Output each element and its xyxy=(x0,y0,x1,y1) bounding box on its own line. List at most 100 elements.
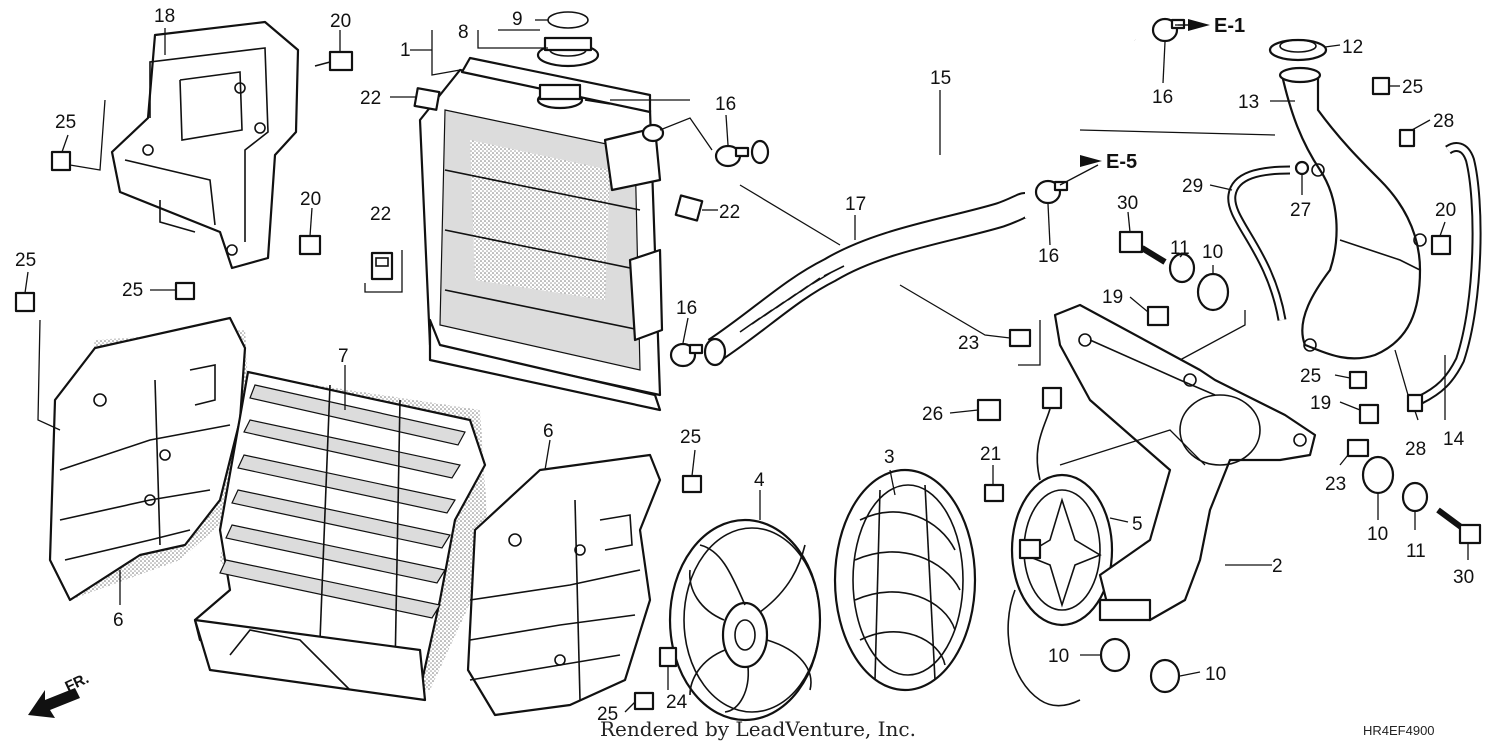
callout-24: 24 xyxy=(666,692,688,713)
grommet-10-d xyxy=(1361,455,1395,495)
bolt-25-a xyxy=(50,150,72,172)
callout-20: 20 xyxy=(1435,200,1456,221)
grommet-10-b xyxy=(1099,637,1131,673)
callout-28: 28 xyxy=(1433,111,1454,132)
callout-25: 25 xyxy=(1402,77,1423,98)
part-18-bracket xyxy=(110,20,300,270)
callout-5: 5 xyxy=(1132,514,1143,535)
callout-16: 16 xyxy=(1038,246,1059,267)
bolt-19-b xyxy=(1358,403,1380,425)
callout-labels: 18 20 25 20 25 25 6 7 1 8 9 22 22 16 22 … xyxy=(15,6,1474,725)
clamp-28-a xyxy=(1398,128,1416,148)
part-16-clamp-b xyxy=(1151,17,1186,43)
callout-25: 25 xyxy=(680,427,701,448)
nut-23-a xyxy=(1008,328,1032,348)
part-1-radiator xyxy=(418,56,665,412)
callout-6: 6 xyxy=(543,421,554,442)
callout-25: 25 xyxy=(15,250,36,271)
part-16-clamp-c xyxy=(1034,179,1069,205)
part-12-reservoir-cap xyxy=(1268,38,1328,62)
callout-23: 23 xyxy=(958,333,979,354)
bolt-25-d xyxy=(681,474,703,494)
bolt-25-c xyxy=(174,281,196,301)
part-16-clamp-d xyxy=(669,342,704,368)
part-17-lower-hose xyxy=(703,192,1029,367)
bolt-30-a xyxy=(1118,230,1167,265)
part-29-siphon-hose xyxy=(1227,165,1291,321)
callout-27: 27 xyxy=(1290,200,1311,221)
callout-8: 8 xyxy=(458,22,469,43)
leader-lines xyxy=(24,19,1469,713)
callout-7: 7 xyxy=(338,346,349,367)
bolt-25-b xyxy=(14,291,36,313)
callout-25: 25 xyxy=(55,112,76,133)
ref-e1-label: E-1 xyxy=(1214,15,1245,37)
bolt-24 xyxy=(658,646,678,668)
front-direction-label: FR. xyxy=(63,670,92,696)
callout-19: 19 xyxy=(1310,393,1331,414)
callout-25: 25 xyxy=(597,704,618,725)
callout-2: 2 xyxy=(1272,556,1283,577)
callout-15: 15 xyxy=(930,68,951,89)
ref-e5-label: E-5 xyxy=(1106,151,1137,173)
collar-11-b xyxy=(1401,481,1429,513)
part-6-left-shroud xyxy=(48,316,250,602)
part-22-clip-upper xyxy=(413,87,441,111)
nut-23-b xyxy=(1346,438,1370,458)
grommet-10-a xyxy=(1196,272,1230,312)
bolt-30-b xyxy=(1436,507,1482,545)
part-16-clamp-a xyxy=(714,144,750,168)
callout-9: 9 xyxy=(512,9,523,30)
part-14-overflow-hose xyxy=(1417,142,1482,405)
part-22-clip-mid xyxy=(370,251,394,281)
ref-e1: E-1 xyxy=(1175,15,1245,37)
bolt-25-f xyxy=(1371,76,1391,96)
part-9-o-ring xyxy=(547,11,589,29)
callout-20: 20 xyxy=(330,11,351,32)
diagram-code: HR4EF4900 xyxy=(1363,723,1435,738)
callout-10: 10 xyxy=(1205,664,1226,685)
callout-10: 10 xyxy=(1048,646,1069,667)
callout-18: 18 xyxy=(154,6,175,27)
callout-17: 17 xyxy=(845,194,866,215)
bolt-19-a xyxy=(1146,305,1170,327)
clip-26 xyxy=(976,398,1002,422)
callout-6: 6 xyxy=(113,610,124,631)
part-6-right-shroud xyxy=(466,453,662,717)
callout-28: 28 xyxy=(1405,439,1426,460)
callout-1: 1 xyxy=(400,40,411,61)
grommet-10-c xyxy=(1149,658,1181,694)
callout-13: 13 xyxy=(1238,92,1259,113)
part-4-fan xyxy=(668,518,822,722)
watermark-text: Rendered by LeadVenture, Inc. xyxy=(600,717,916,741)
callout-22: 22 xyxy=(360,88,381,109)
callout-29: 29 xyxy=(1182,176,1203,197)
part-2-fan-bracket xyxy=(1053,303,1317,622)
callout-16: 16 xyxy=(676,298,697,319)
callout-14: 14 xyxy=(1443,429,1465,450)
part-13-reservoir-tank xyxy=(1278,66,1427,360)
ref-e5: E-5 xyxy=(1080,151,1137,173)
callout-22: 22 xyxy=(719,202,740,223)
callout-20: 20 xyxy=(300,189,321,210)
part-22-clip-right xyxy=(674,194,704,222)
bolt-25-g xyxy=(1348,370,1368,390)
callout-4: 4 xyxy=(754,470,765,491)
callout-10: 10 xyxy=(1202,242,1223,263)
callout-23: 23 xyxy=(1325,474,1346,495)
callout-30: 30 xyxy=(1453,567,1474,588)
bolt-20-b xyxy=(298,234,322,256)
callout-22: 22 xyxy=(370,204,391,225)
callout-16: 16 xyxy=(715,94,736,115)
part-3-fan-shroud xyxy=(833,468,977,692)
callout-30: 30 xyxy=(1117,193,1138,214)
callout-11: 11 xyxy=(1170,238,1190,259)
front-direction-arrow: FR. xyxy=(28,670,92,718)
callout-11: 11 xyxy=(1406,541,1426,562)
clip-27 xyxy=(1294,160,1310,176)
part-8-radiator-cap xyxy=(536,36,600,68)
callout-25: 25 xyxy=(1300,366,1321,387)
collar-11-a xyxy=(1168,252,1196,284)
